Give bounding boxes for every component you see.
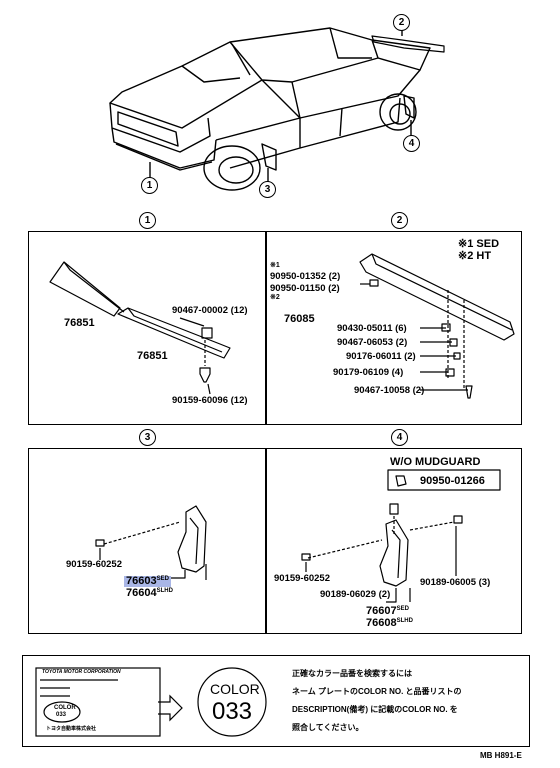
part-90176-06011: 90176-06011 (2): [346, 351, 416, 362]
panel-4-header: 4: [391, 429, 408, 446]
panel-3-header: 3: [139, 429, 156, 446]
part-76603-suffix: SED: [156, 576, 169, 582]
part-76607-number: 76607: [366, 605, 397, 617]
color-label: COLOR: [210, 681, 260, 697]
note-line-3: DESCRIPTION(備考) に記載のCOLOR NO. を: [292, 705, 458, 714]
part-76604-suffix: SLHD: [156, 588, 173, 594]
part-90159-60252-p4: 90159-60252: [274, 573, 330, 584]
part-76608-suffix: SLHD: [396, 618, 413, 624]
part-90467-00002: 90467-00002 (12): [172, 305, 248, 316]
part-76604-number: 76604: [126, 587, 157, 599]
part-90159-60252-p3: 90159-60252: [66, 559, 122, 570]
color-note-box: [22, 655, 530, 747]
part-90159-60096: 90159-60096 (12): [172, 395, 248, 406]
legend-mark-2: ※2: [458, 250, 474, 262]
note-line-2: ネーム プレートのCOLOR NO. と品番リストの: [292, 687, 462, 696]
part-76851-lower: 76851: [137, 350, 168, 362]
plate-title: TOYOTA MOTOR CORPORATION: [42, 669, 121, 675]
legend-text-sed: SED: [476, 238, 500, 250]
part-90179-06109: 90179-06109 (4): [333, 367, 404, 378]
body-type-legend: ※1 SED ※2 HT: [458, 238, 499, 262]
panel-1: [28, 231, 266, 425]
mark-ht: ※2: [270, 294, 280, 301]
plate-color-value: 033: [56, 712, 67, 718]
color-value: 033: [211, 698, 253, 725]
part-76085: 76085: [284, 313, 315, 325]
callout-2-overview: 2: [393, 14, 410, 31]
callout-3-overview: 3: [259, 181, 276, 198]
part-76851-upper: 76851: [64, 317, 95, 329]
part-76607: 76607SED: [366, 606, 409, 617]
callout-1-overview: 1: [141, 177, 158, 194]
part-76603-number: 76603: [126, 575, 157, 587]
legend-text-ht: HT: [476, 250, 492, 262]
plate-footer: トヨタ自動車株式会社: [46, 726, 97, 732]
part-90950-01266: 90950-01266: [420, 475, 485, 487]
callout-4-overview: 4: [403, 135, 420, 152]
part-90189-06005: 90189-06005 (3): [420, 577, 491, 588]
footer-code: MB H891-E: [480, 751, 522, 760]
part-76608: 76608SLHD: [366, 618, 413, 629]
part-76603: 76603SED: [124, 576, 171, 587]
panel-2-header: 2: [391, 212, 408, 229]
plate-color-label: COLOR: [54, 705, 76, 711]
part-76604: 76604SLHD: [126, 588, 173, 599]
part-90467-06053: 90467-06053 (2): [337, 337, 408, 348]
mark-sed: ※1: [270, 262, 280, 269]
part-90950-01150: 90950-01150 (2): [270, 283, 340, 294]
part-76608-number: 76608: [366, 617, 397, 629]
part-76607-suffix: SED: [396, 606, 409, 612]
part-90950-01352: 90950-01352 (2): [270, 271, 341, 282]
part-90467-10058: 90467-10058 (2): [354, 385, 425, 396]
panel-3: [28, 448, 266, 634]
panel-1-header: 1: [139, 212, 156, 229]
panel-2: [266, 231, 522, 425]
part-90189-06029: 90189-06029 (2): [320, 589, 391, 600]
legend-mark-1: ※1: [458, 238, 474, 250]
wo-mudguard-header: W/O MUDGUARD: [390, 456, 481, 468]
note-line-4: 照合してください。: [292, 723, 364, 732]
panel-4: [266, 448, 522, 634]
note-line-1: 正確なカラー品番を検索するには: [292, 669, 412, 678]
part-90430-05011: 90430-05011 (6): [337, 323, 407, 334]
